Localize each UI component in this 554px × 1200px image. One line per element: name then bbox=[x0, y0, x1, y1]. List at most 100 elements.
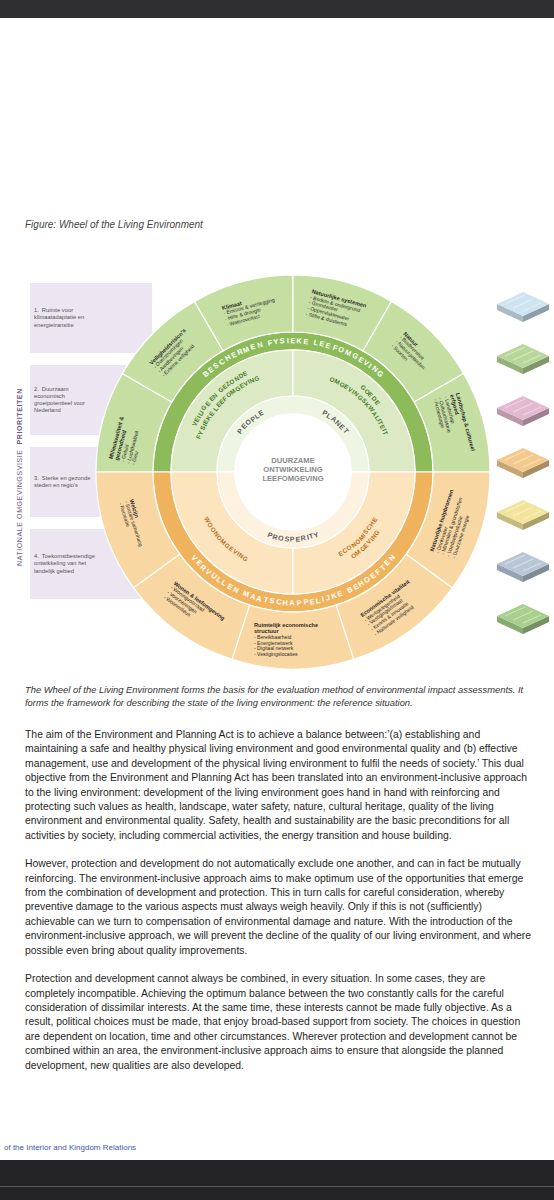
arc-letter: K bbox=[330, 592, 337, 601]
arc-letter: E bbox=[207, 365, 215, 374]
arc-letter: E bbox=[383, 559, 392, 568]
arc-letter bbox=[238, 588, 243, 596]
sector-item: - Natuurgebieden bbox=[394, 339, 426, 371]
sector-item: - Biodiversiteit bbox=[398, 335, 430, 367]
sector-item: - Stilte & duisternis bbox=[305, 311, 361, 331]
wheel-sector: Klimaat- Emissie & vastlegging- Hitte & … bbox=[95, 274, 491, 670]
arc-letter: M bbox=[242, 345, 250, 354]
vertical-heading: NATIONALE OMGEVINGSVISIEPRIORITEITEN bbox=[8, 326, 18, 566]
sector-text-area: Welzijn- Sociale samenhang- Recreatie bbox=[100, 480, 166, 568]
arc-letter: E bbox=[352, 583, 360, 592]
arc-letter: E bbox=[325, 342, 332, 350]
arc-letter: E bbox=[309, 598, 315, 606]
ring-arc bbox=[293, 350, 415, 472]
ring-band: VERVULLEN MAATSCHAPPELIJKE BEHOEFTEN bbox=[95, 274, 491, 670]
sector-item: - Voorzieningen bbox=[166, 590, 219, 631]
arc-letter: T bbox=[382, 430, 389, 436]
arc-letter: G bbox=[234, 385, 242, 393]
ring-shape bbox=[95, 274, 491, 670]
sector-item: - Werkgelegenheid bbox=[363, 584, 414, 623]
ring-segment: ECONOMISCHE OMGEVING bbox=[95, 274, 491, 670]
arc-letter: V bbox=[190, 554, 199, 563]
arc-letter bbox=[207, 399, 213, 404]
sector-item: - Duurzame energie bbox=[451, 496, 477, 559]
ring-segment: VEILIGE EN GEZONDE FYSIEKE LEEFOMGEVING bbox=[95, 274, 491, 670]
arc-letter: A bbox=[330, 415, 338, 424]
ring-shape bbox=[95, 274, 491, 670]
arc-letter: M bbox=[354, 549, 362, 557]
arc-letter: I bbox=[321, 596, 325, 604]
layer-stack bbox=[497, 292, 549, 634]
ring-arc bbox=[414, 374, 490, 473]
priority-number: 3. bbox=[34, 475, 39, 481]
box-text-area: 1.Ruimte voor klimaatadaptatie en energi… bbox=[34, 283, 92, 353]
arc-letter: V bbox=[231, 548, 238, 556]
arc-letter: O bbox=[244, 418, 253, 427]
arc-letter: A bbox=[256, 594, 263, 603]
arc-letter bbox=[215, 390, 221, 396]
arc-letter: E bbox=[226, 582, 234, 591]
arc-letter: R bbox=[236, 348, 244, 357]
sector-item: - Bodem & ondergrond bbox=[310, 294, 366, 314]
arc-letter: N bbox=[249, 377, 256, 385]
arc-letter: A bbox=[290, 599, 295, 606]
arc-letter: G bbox=[223, 542, 231, 550]
arc-letter: R bbox=[199, 563, 208, 572]
arc-letter: D bbox=[370, 395, 378, 403]
arc-letter: E bbox=[230, 351, 238, 360]
figure-caption: The Wheel of the Living Environment form… bbox=[25, 684, 530, 709]
arc-letter: T bbox=[263, 596, 269, 604]
arc-letter: O bbox=[215, 534, 223, 542]
arc-letter: E bbox=[319, 340, 325, 348]
arc-letter: N bbox=[212, 530, 220, 538]
priority-number: 2. bbox=[34, 386, 39, 392]
arc-letter: E bbox=[239, 382, 246, 390]
layer-slab bbox=[497, 448, 549, 478]
arc-letter bbox=[342, 588, 347, 596]
sector-item: - Geur bbox=[131, 398, 154, 465]
sector-item: - Digitaal netwerk bbox=[254, 646, 332, 652]
sector-heading: Veiligheidsrisico's bbox=[149, 328, 188, 367]
sector-item: - Drinkwater bbox=[435, 491, 461, 554]
arc-letter: T bbox=[342, 427, 350, 435]
ring-arc bbox=[195, 275, 294, 351]
sector-item: - Oppervlaktewater bbox=[307, 306, 363, 326]
ring-shape bbox=[95, 274, 491, 670]
sector-text-area: Natuur- Biodiversiteit- Natuurgebieden- … bbox=[372, 314, 451, 393]
sector-item: - Kennis & innovatie bbox=[370, 593, 421, 632]
arc-letter: F bbox=[222, 395, 229, 402]
sector-text-area: Natuurlijke hulpbronnen- Drinkwater- Min… bbox=[420, 480, 486, 568]
arc-letter: F bbox=[331, 344, 338, 352]
arc-letter: O bbox=[346, 544, 354, 552]
arc-letter: I bbox=[199, 409, 205, 414]
ring-arc bbox=[171, 350, 293, 472]
arc-letter: L bbox=[253, 411, 260, 419]
sector-item: - Vestigingsklimaat bbox=[366, 588, 417, 627]
arc-letter: V bbox=[366, 539, 373, 546]
arc-letter: O bbox=[350, 552, 358, 560]
layer-slab bbox=[497, 344, 549, 374]
ring-arc bbox=[363, 301, 464, 402]
paragraph: Protection and development cannot always… bbox=[25, 972, 531, 1073]
sector-item: - Voedselproductie bbox=[446, 494, 472, 557]
arc-letter: E bbox=[303, 338, 309, 346]
arc-letter: N bbox=[256, 341, 263, 350]
arc-letter: B bbox=[201, 370, 210, 379]
arc-letter: Y bbox=[273, 338, 279, 346]
wheel-sector: Natuurlijke hulpbronnen- Drinkwater- Min… bbox=[95, 274, 491, 670]
priority-text: Ruimte voor klimaatadaptatie en energiet… bbox=[34, 307, 84, 327]
arc-letter: E bbox=[221, 383, 228, 391]
sector-item: - Vestigingslocaties bbox=[254, 652, 332, 658]
sector-heading: Landschap & cultureel erfgoed bbox=[449, 392, 479, 461]
sector-heading: Natuurlijke hulpbronnen bbox=[429, 489, 455, 552]
arc-letter: N bbox=[334, 418, 342, 427]
arc-letter: F bbox=[196, 434, 203, 440]
arc-letter: G bbox=[359, 384, 367, 392]
arc-letter: M bbox=[357, 534, 365, 542]
sector-text-area: Veiligheidsrisico's- Overstromingen- Aar… bbox=[135, 314, 214, 393]
arc-letter: I bbox=[286, 337, 288, 344]
arc-letter: E bbox=[295, 535, 300, 542]
arc-letter: W bbox=[202, 516, 210, 524]
box-text-area: 3.Sterke en gezonde steden en regio's bbox=[34, 447, 92, 517]
arc-letter: E bbox=[258, 409, 265, 417]
